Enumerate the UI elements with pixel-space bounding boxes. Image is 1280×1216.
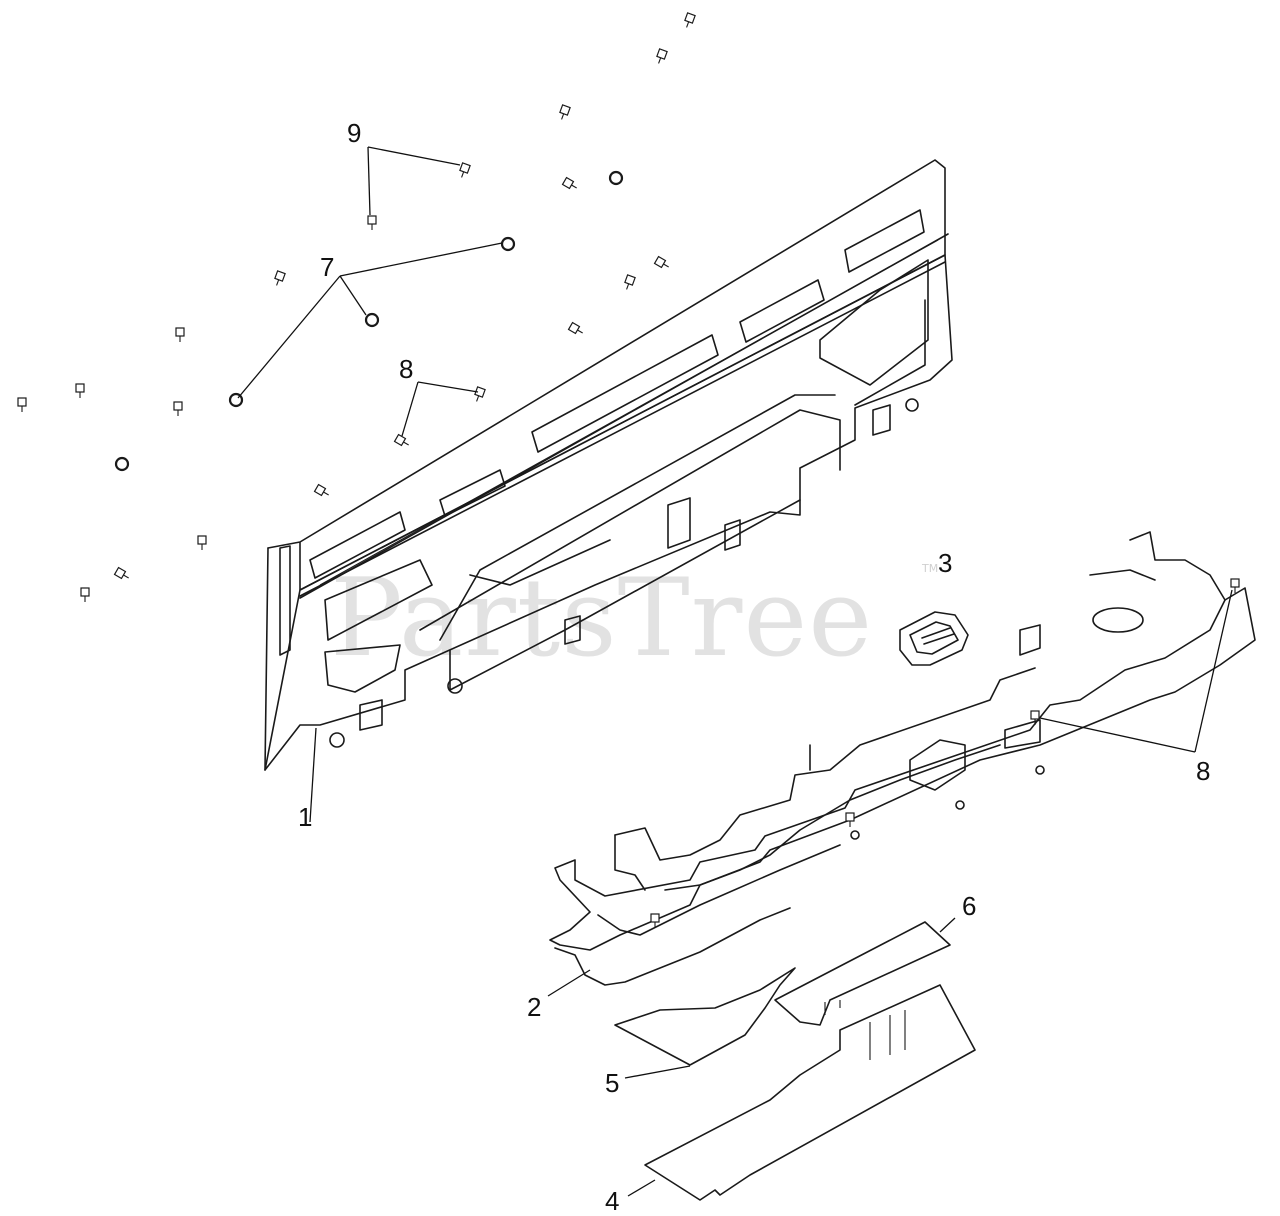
part-4-insulation bbox=[644, 984, 976, 1201]
screw-icon bbox=[274, 270, 286, 286]
part-6-insulation bbox=[774, 921, 951, 1026]
nut-icon bbox=[500, 236, 516, 252]
part-2-floor-pan bbox=[549, 531, 1256, 986]
nut-icon bbox=[608, 170, 624, 186]
callout-2: 2 bbox=[527, 992, 541, 1022]
leader-lines bbox=[237, 146, 1233, 1197]
screw-icon bbox=[567, 321, 583, 335]
nut-icon bbox=[114, 456, 130, 472]
screw-icon bbox=[80, 587, 90, 602]
screw-icon bbox=[313, 483, 329, 497]
parts-tree-watermark: PartsTree TM bbox=[330, 556, 938, 681]
screw-icon bbox=[1030, 710, 1040, 725]
screw-icon bbox=[173, 401, 183, 416]
screw-icon bbox=[561, 176, 577, 190]
callout-9: 9 bbox=[347, 118, 361, 148]
callout-8-upper: 8 bbox=[399, 354, 413, 384]
callout-6: 6 bbox=[962, 891, 976, 921]
screw-icon bbox=[459, 162, 471, 178]
screw-icon bbox=[393, 433, 409, 447]
callout-8-right: 8 bbox=[1196, 756, 1210, 786]
screw-icon bbox=[113, 566, 129, 580]
callout-labels: 9 7 8 3 8 1 6 2 5 4 bbox=[298, 118, 1210, 1216]
screw-icon bbox=[197, 535, 207, 550]
screw-icon bbox=[684, 12, 696, 28]
screw-icon bbox=[845, 812, 855, 827]
screw-icon bbox=[559, 104, 571, 120]
callout-1: 1 bbox=[298, 802, 312, 832]
screw-icon bbox=[175, 327, 185, 342]
callout-7: 7 bbox=[320, 252, 334, 282]
screw-icon bbox=[656, 48, 668, 64]
watermark-tm: TM bbox=[921, 562, 938, 575]
part-5-insulation bbox=[614, 967, 796, 1066]
watermark-text: PartsTree bbox=[330, 556, 873, 681]
screw-icon bbox=[17, 397, 27, 412]
screw-icon bbox=[650, 913, 660, 928]
part-1-rear-panel bbox=[264, 159, 953, 771]
callout-5: 5 bbox=[605, 1068, 619, 1098]
screw-icon bbox=[474, 386, 486, 402]
screw-icon bbox=[367, 215, 377, 230]
screw-icon bbox=[624, 274, 636, 290]
callout-4: 4 bbox=[605, 1186, 619, 1216]
part-3-grommet bbox=[899, 611, 969, 666]
screw-icon bbox=[1230, 578, 1240, 593]
fastener-screws bbox=[17, 12, 1240, 928]
nut-icon bbox=[364, 312, 380, 328]
screw-icon bbox=[75, 383, 85, 398]
screw-icon bbox=[653, 255, 669, 269]
callout-3: 3 bbox=[938, 548, 952, 578]
